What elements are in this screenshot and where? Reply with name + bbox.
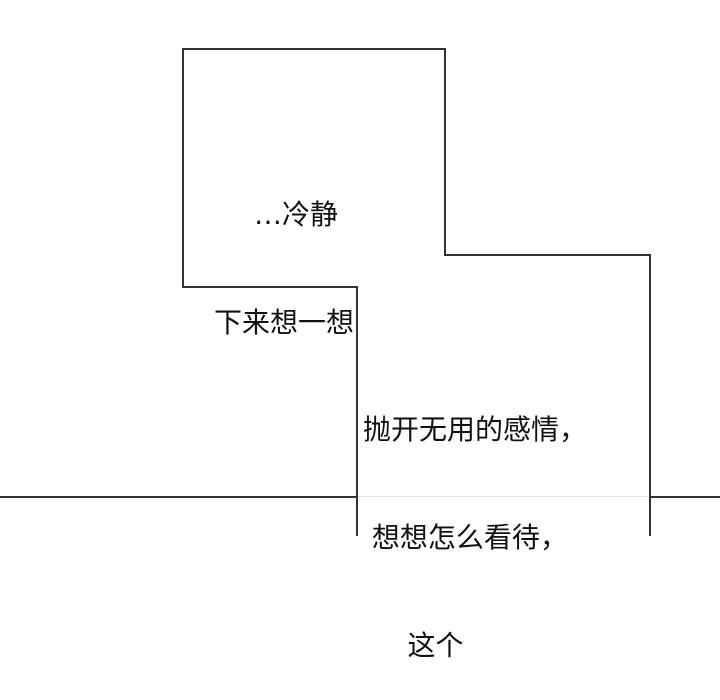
text-line: 下来想一想 (214, 306, 355, 339)
floor-line-right (650, 496, 720, 498)
panel-border-top (182, 48, 446, 50)
text-line: 抛开无用的感情， (363, 413, 588, 446)
panel-border-right-upper (444, 48, 446, 256)
text-line: 这个 (363, 629, 464, 662)
speech-text-think: 抛开无用的感情， 想想怎么看待， 这个 (363, 340, 587, 700)
panel-border-step-left (182, 286, 358, 288)
text-line: 想想怎么看待， (363, 521, 568, 554)
text-line: …冷静 (254, 198, 339, 231)
floor-line-inner (358, 496, 649, 497)
speech-text-calm-down: …冷静 下来想一想 (214, 125, 404, 377)
panel-border-step-right (444, 254, 651, 256)
panel-border-left (182, 48, 184, 288)
floor-line-left (0, 496, 357, 498)
panel-border-left-lower (356, 286, 358, 536)
panel-border-right-lower (649, 254, 651, 536)
